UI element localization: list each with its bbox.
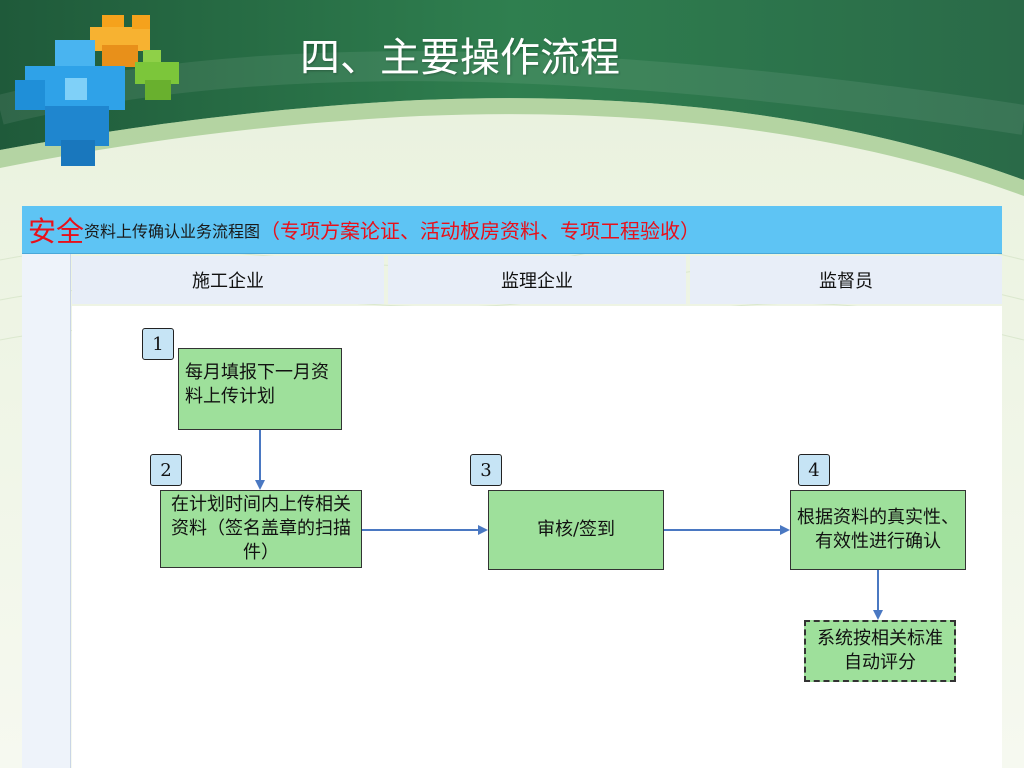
header-main: 资料上传确认业务流程图 [84,221,261,241]
step-box-1: 每月填报下一月资料上传计划 [178,348,342,430]
lane-header-supervision: 监理企业 [388,256,686,304]
step-box-3: 审核/签到 [488,490,664,570]
step-box-4: 根据资料的真实性、有效性进行确认 [790,490,966,570]
logo-cubes-icon [15,15,179,166]
step-box-2: 在计划时间内上传相关资料（签名盖章的扫描件） [160,490,362,568]
lane-header-inspector: 监督员 [690,256,1002,304]
lane-side-column [22,254,71,768]
diagram-header: 安全 资料上传确认业务流程图 （专项方案论证、活动板房资料、专项工程验收） [22,206,1002,254]
step-number-3: 3 [470,454,502,486]
header-lead: 安全 [28,214,85,248]
step-number-1: 1 [142,328,174,360]
step-number-4: 4 [798,454,830,486]
final-box-auto-score: 系统按相关标准自动评分 [804,620,956,682]
step-number-2: 2 [150,454,182,486]
header-scope: （专项方案论证、活动板房资料、专项工程验收） [260,219,701,243]
slide-title: 四、主要操作流程 [300,35,620,81]
lane-header-construction: 施工企业 [72,256,384,304]
